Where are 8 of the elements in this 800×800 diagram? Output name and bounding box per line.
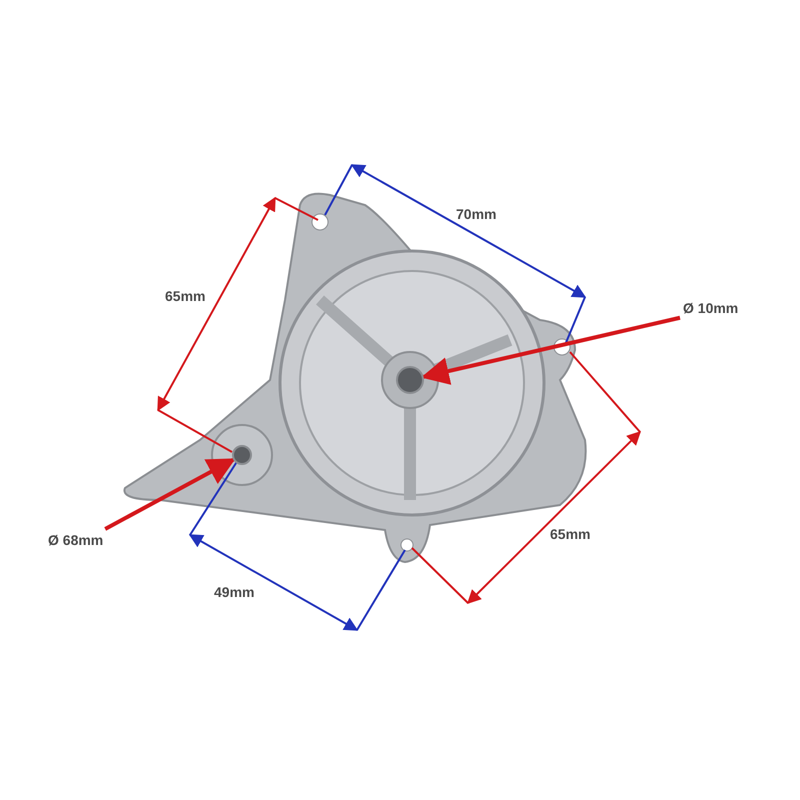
leader-line — [104, 458, 236, 531]
dimension-label: 65mm — [550, 526, 590, 542]
diameter-label: Ø 68mm — [48, 532, 118, 550]
dimension-label: 65mm — [165, 288, 206, 304]
dimension-label: 70mm — [456, 206, 496, 222]
dimension-label: 49mm — [214, 584, 254, 600]
diameter-label: Ø 10mm — [683, 300, 753, 318]
leader-line — [420, 316, 680, 385]
